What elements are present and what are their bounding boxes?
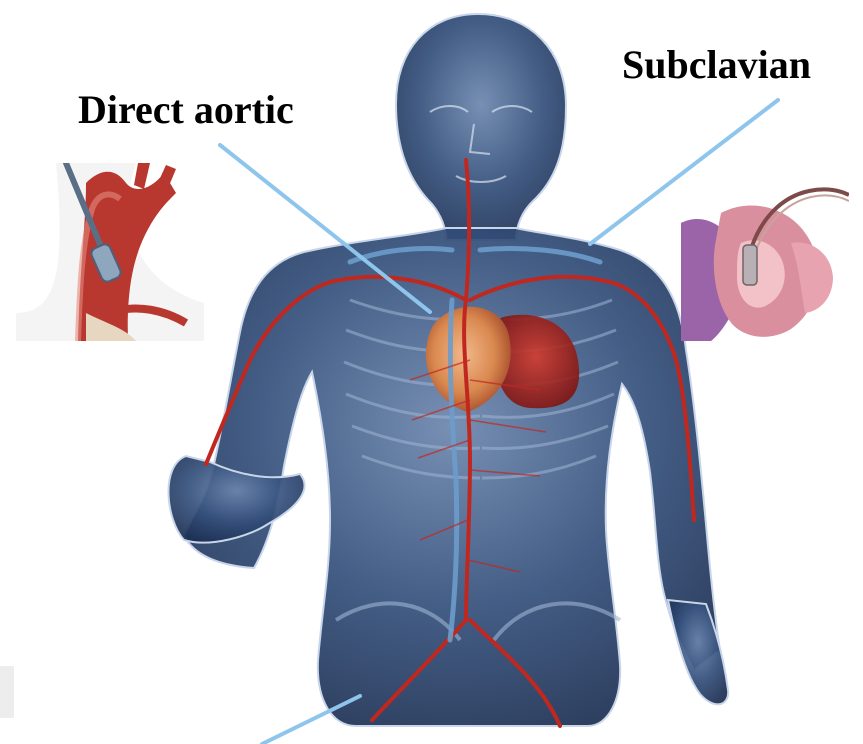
label-subclavian: Subclavian [622,45,811,85]
aortic-arch-inset [16,163,204,341]
pointer-line-direct-aortic [220,145,430,312]
aortic-arch-catheter-illustration [16,163,204,341]
heart-inset [681,183,849,341]
pointer-line-transfemoral [262,696,360,744]
label-direct-aortic: Direct aortic [78,90,294,130]
corner-box [0,666,14,718]
heart-catheter-illustration [681,183,849,341]
